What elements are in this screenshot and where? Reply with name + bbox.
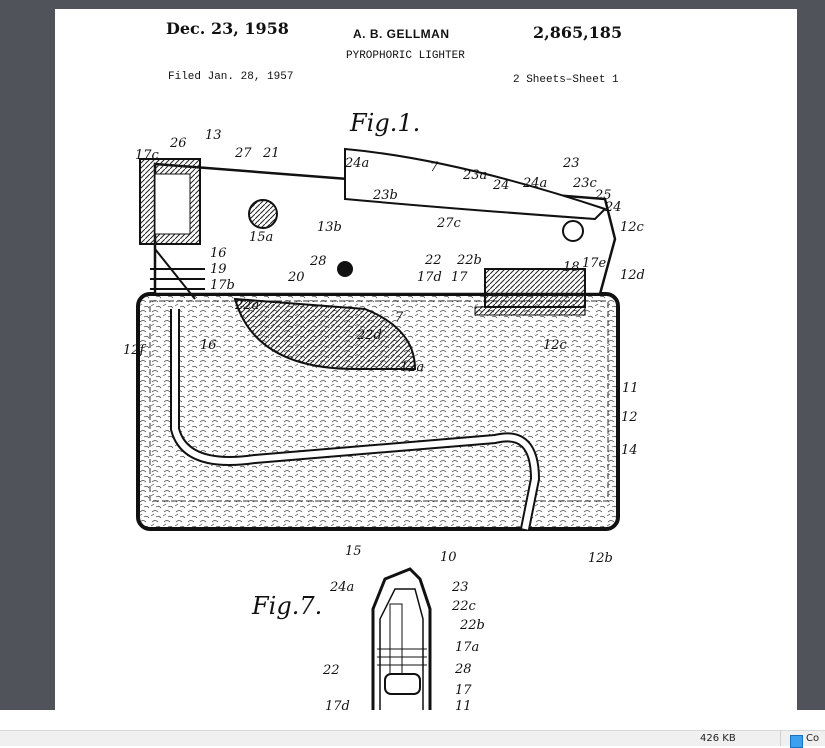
lighter-fig1 <box>136 147 620 531</box>
status-item: Co <box>806 733 820 744</box>
callout-label: 21 <box>262 146 280 161</box>
callout-label: 17a <box>455 640 479 655</box>
callout-label: 16 <box>200 338 217 353</box>
callout-label: 15 <box>345 544 362 559</box>
callout-label: 12 <box>621 410 638 425</box>
callout-label: 17d <box>325 699 350 710</box>
callout-label: 28 <box>309 254 327 269</box>
callout-label: 13b <box>317 220 342 235</box>
inventor-name: A. B. GELLMAN <box>353 27 450 41</box>
viewer-background-right <box>797 0 825 710</box>
callout-label: 12c <box>620 220 645 235</box>
viewer-background <box>0 0 825 9</box>
viewer-background-left <box>0 0 55 710</box>
callout-label: 22 <box>424 253 442 268</box>
patent-date: Dec. 23, 1958 <box>166 19 289 38</box>
callout-label: 12a <box>400 360 424 375</box>
callout-label: 16 <box>210 246 227 261</box>
callout-label: 23 <box>562 156 580 171</box>
callout-label: 24 <box>492 178 510 193</box>
callout-label: 11 <box>622 381 639 396</box>
callout-label: 17d <box>417 270 442 285</box>
sheet-count: 2 Sheets–Sheet 1 <box>513 74 619 86</box>
callout-label: 14 <box>621 443 638 458</box>
file-size: 426 KB <box>700 733 736 744</box>
callout-label: 22 <box>322 663 340 678</box>
callout-label: 24a <box>522 176 547 191</box>
callout-label: 12b <box>588 551 613 566</box>
callout-label: 26 <box>169 136 187 151</box>
callout-label: 7 <box>395 310 404 325</box>
callout-label: 23b <box>372 188 398 203</box>
callout-label: 12c <box>543 338 568 353</box>
file-icon <box>790 735 803 748</box>
callout-label: 17e <box>582 256 607 271</box>
callout-label: 22b <box>459 618 485 633</box>
callout-label: 13 <box>205 128 222 143</box>
lighter-fig7 <box>371 567 432 710</box>
callout-label: 12f <box>123 343 147 358</box>
callout-label: 11 <box>455 699 472 710</box>
callout-label: 23c <box>572 176 598 191</box>
callout-label: 22d <box>356 328 382 343</box>
patent-page: Dec. 23, 1958 A. B. GELLMAN 2,865,185 PY… <box>55 9 797 710</box>
callout-label: 17 <box>451 270 468 285</box>
callout-label: 7 <box>430 160 439 175</box>
callout-label: 23a <box>462 168 487 183</box>
callout-label: 15a <box>249 230 273 245</box>
callout-label: 22c <box>451 599 477 614</box>
callout-label: 28 <box>454 662 472 677</box>
callout-label: 27 <box>234 146 252 161</box>
filed-date: Filed Jan. 28, 1957 <box>168 71 294 83</box>
status-bar: 426 KB Co <box>0 730 825 748</box>
callout-label: 22a <box>234 298 259 313</box>
callout-label: 10 <box>440 550 457 565</box>
status-divider <box>780 731 781 746</box>
callout-label: 20 <box>287 270 305 285</box>
callout-label: 24a <box>329 580 354 595</box>
callout-label: 27c <box>436 216 462 231</box>
callout-label: 22b <box>456 253 482 268</box>
fig7-callouts: 24a 23 22c 22b 17a 22 28 17 17d 11 <box>322 580 485 710</box>
callout-label: 19 <box>210 262 227 277</box>
callout-label: 17c <box>135 148 160 163</box>
callout-label: 24 <box>604 200 622 215</box>
callout-label: 12d <box>620 268 645 283</box>
fig7-label: Fig.7. <box>251 592 322 620</box>
callout-label: 18 <box>563 260 580 275</box>
callout-label: 17b <box>210 278 235 293</box>
patent-title: PYROPHORIC LIGHTER <box>346 50 465 62</box>
callout-label: 17 <box>455 683 472 698</box>
fig1-label: Fig.1. <box>349 109 420 137</box>
callout-label: 25 <box>594 188 612 203</box>
patent-number: 2,865,185 <box>533 23 623 42</box>
callout-label: 23 <box>451 580 469 595</box>
callout-label: 24a <box>344 156 369 171</box>
